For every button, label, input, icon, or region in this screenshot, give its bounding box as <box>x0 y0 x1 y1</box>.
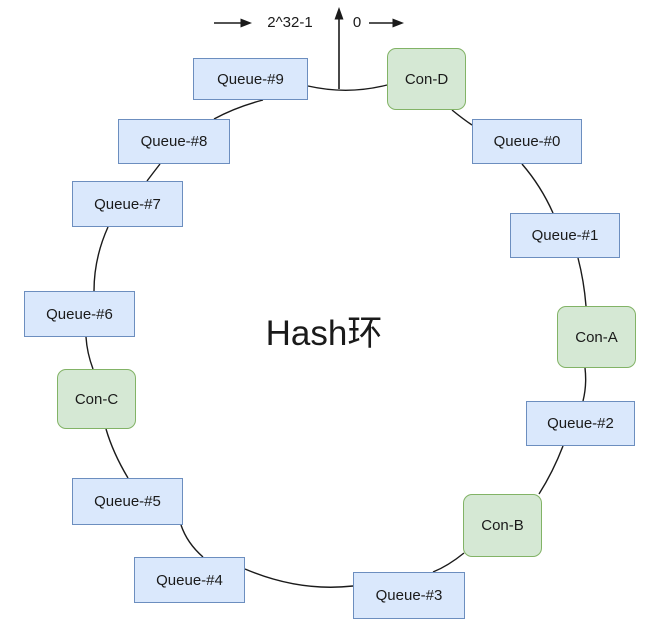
node-con-c: Con-C <box>57 369 136 429</box>
ring-connector <box>451 109 473 126</box>
diagram-title: Hash环 <box>265 314 383 353</box>
axis-zero-label: 0 <box>352 14 362 31</box>
node-queue-9: Queue-#9 <box>193 58 308 100</box>
up-arrow-icon <box>334 7 344 89</box>
ring-connector <box>577 257 587 307</box>
ring-connector <box>180 524 204 558</box>
ring-connector <box>521 163 554 214</box>
ring-connector <box>432 552 465 573</box>
node-con-d: Con-D <box>387 48 466 110</box>
node-queue-5: Queue-#5 <box>72 478 183 525</box>
right-arrow-icon <box>369 18 404 28</box>
ring-connector <box>146 163 161 182</box>
node-queue-6: Queue-#6 <box>24 291 135 337</box>
node-queue-7: Queue-#7 <box>72 181 183 227</box>
ring-connector <box>93 226 109 292</box>
node-queue-2: Queue-#2 <box>526 401 635 446</box>
ring-connector <box>538 445 564 495</box>
ring-connector <box>213 99 264 120</box>
node-queue-1: Queue-#1 <box>510 213 620 258</box>
axis-max-label: 2^32-1 <box>267 14 313 31</box>
node-queue-3: Queue-#3 <box>353 572 465 619</box>
node-con-a: Con-A <box>557 306 636 368</box>
node-con-b: Con-B <box>463 494 542 557</box>
ring-connector <box>582 367 587 402</box>
right-arrow-icon <box>214 18 252 28</box>
ring-connector <box>244 568 354 588</box>
ring-connector <box>85 336 94 370</box>
node-queue-4: Queue-#4 <box>134 557 245 603</box>
node-queue-0: Queue-#0 <box>472 119 582 164</box>
ring-connector <box>307 84 388 91</box>
node-queue-8: Queue-#8 <box>118 119 230 164</box>
ring-connector <box>105 428 129 479</box>
